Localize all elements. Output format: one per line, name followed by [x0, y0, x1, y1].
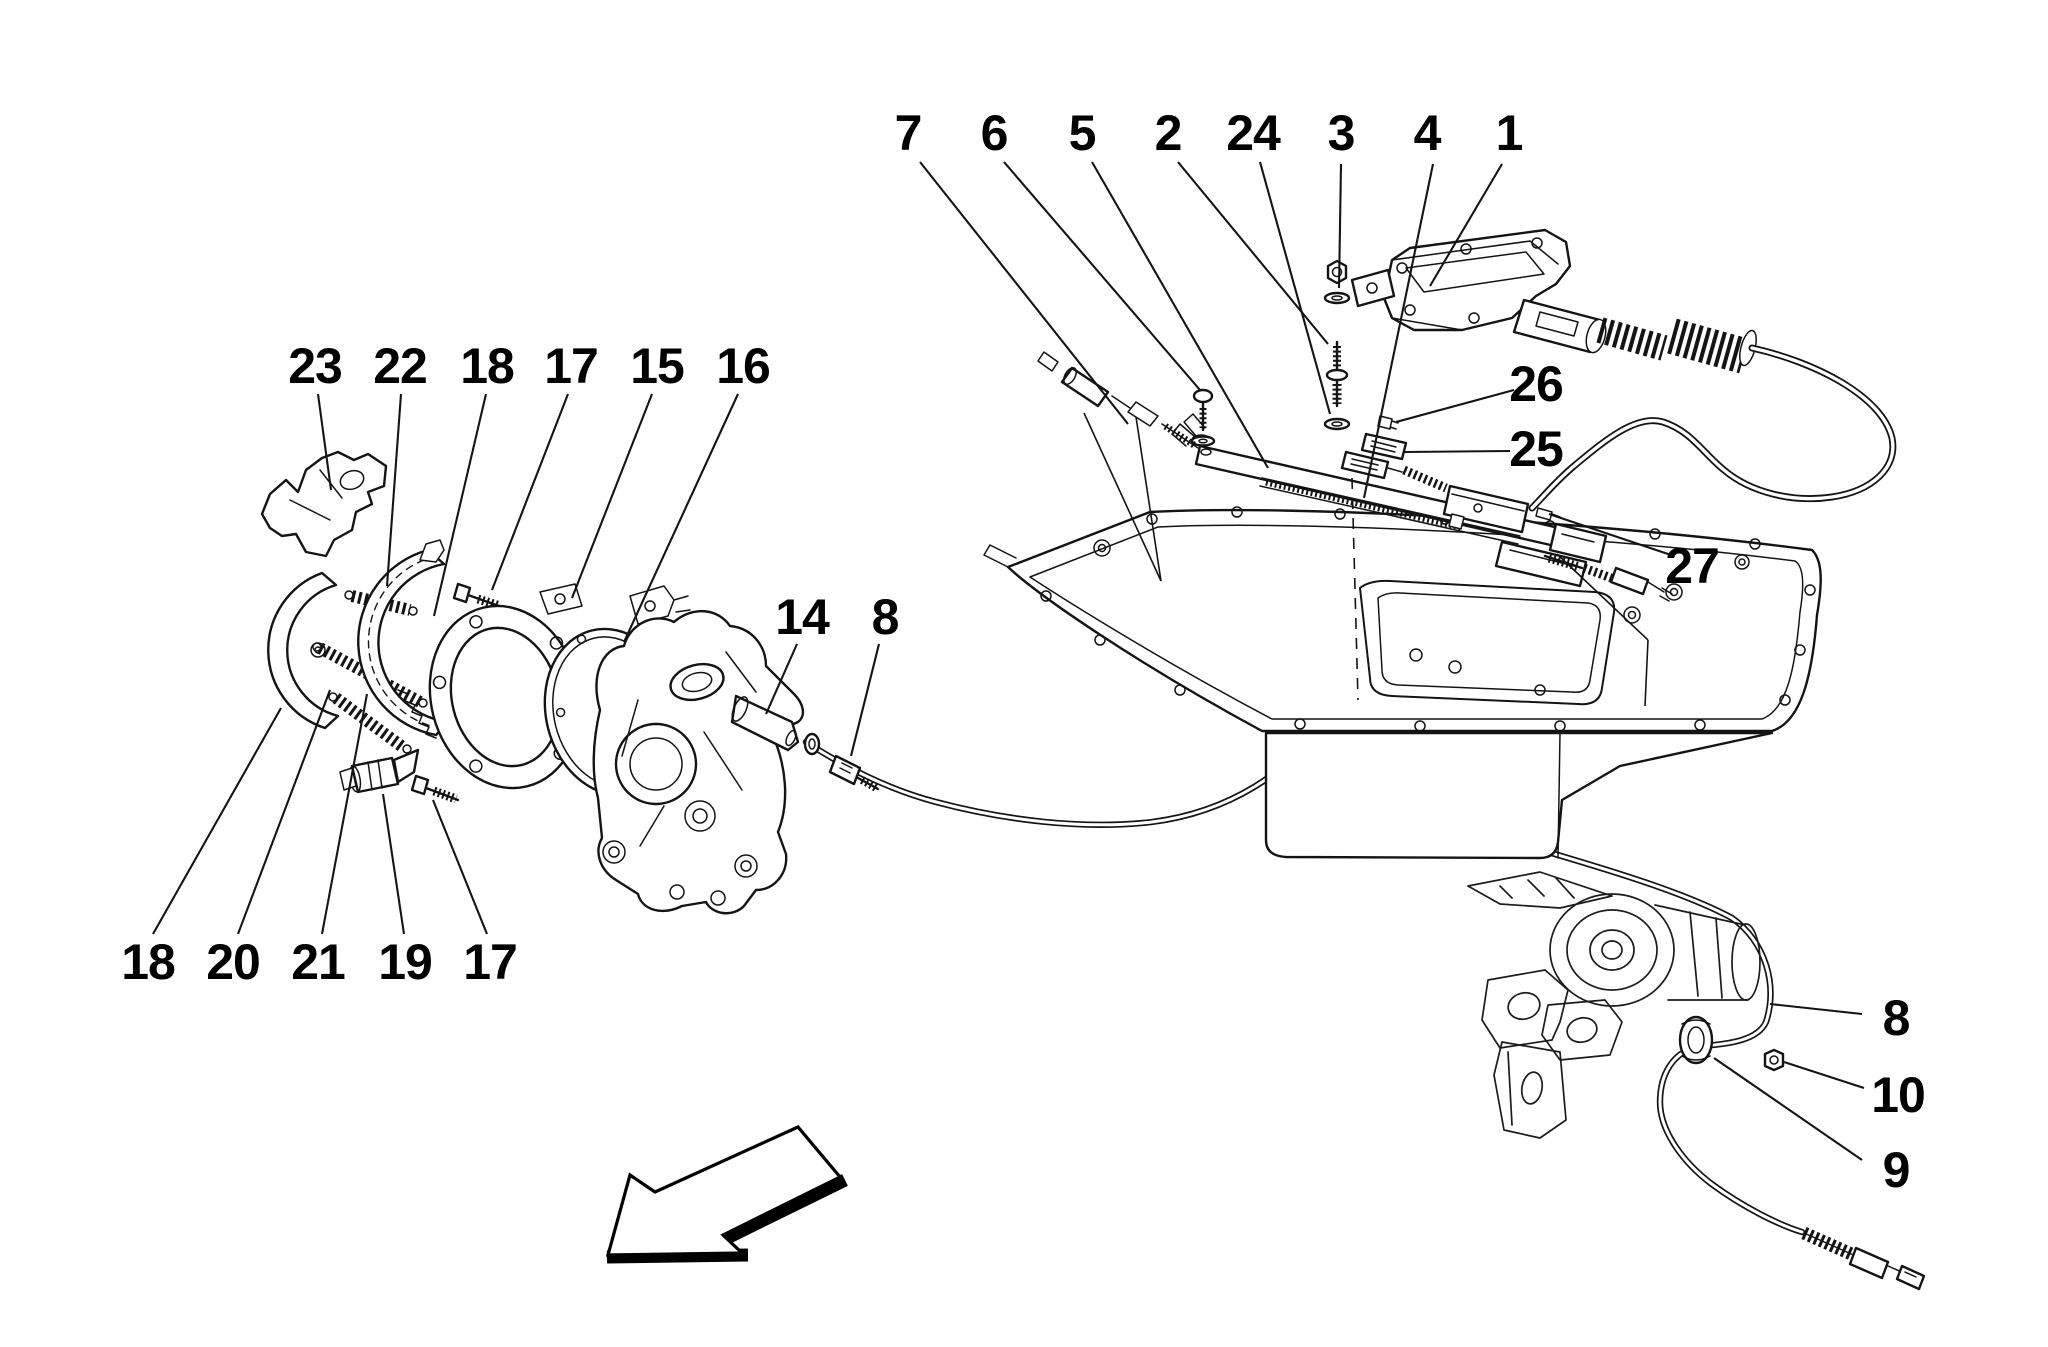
leader-line-17 — [432, 799, 488, 935]
leader-line-15 — [571, 393, 653, 599]
shoe-adjuster — [339, 748, 420, 794]
callout-label-3: 3 — [1328, 105, 1355, 161]
callout-label-22: 22 — [373, 338, 427, 394]
leader-line-1 — [1429, 163, 1503, 287]
return-spring-lower — [332, 693, 408, 753]
leader-line-18 — [432, 393, 488, 617]
leader-line-7 — [919, 161, 1129, 425]
rear-suspension — [1467, 871, 1761, 1139]
callout-label-24: 24 — [1226, 105, 1281, 161]
leader-line-14 — [765, 643, 798, 715]
leader-line-21 — [320, 693, 369, 935]
callout-label-14: 14 — [775, 589, 830, 645]
leader-line-9 — [1713, 1057, 1863, 1161]
brake-shoe-left — [267, 571, 340, 730]
callout-label-25: 25 — [1509, 421, 1563, 477]
callout-label-2: 2 — [1155, 105, 1182, 161]
callout-label-15: 15 — [630, 338, 684, 394]
shoe-bolt-lower — [410, 774, 460, 804]
leader-line-24 — [1258, 161, 1332, 415]
cable-nut — [1763, 1048, 1785, 1072]
grommet — [1678, 1015, 1714, 1065]
callout-label-26: 26 — [1509, 356, 1563, 412]
shoe-serrations — [397, 689, 437, 739]
tensioner-block — [1402, 465, 1530, 534]
direction-arrow — [605, 1125, 848, 1264]
leader-line-4 — [1362, 163, 1435, 499]
reference-line-0 — [1351, 477, 1359, 701]
callout-label-19: 19 — [378, 934, 432, 990]
leader-line-20 — [237, 689, 331, 935]
reference-line-3 — [1556, 553, 1649, 641]
leader-line-16 — [623, 393, 739, 643]
cable-sleeve-and-connector — [730, 694, 880, 792]
leader-line-8 — [849, 643, 881, 757]
leader-line-22 — [385, 393, 403, 587]
leader-line-17 — [491, 393, 569, 591]
reference-lines — [1083, 412, 1649, 707]
leader-line-23 — [316, 393, 333, 491]
handbrake-actuator — [1350, 228, 1897, 512]
knuckle — [592, 609, 805, 915]
callout-label-20: 20 — [206, 934, 260, 990]
reference-line-2 — [1135, 416, 1162, 582]
callout-label-27: 27 — [1665, 538, 1719, 594]
callout-label-17: 17 — [544, 338, 598, 394]
callout-label-8: 8 — [872, 589, 899, 645]
leader-line-18 — [152, 707, 282, 935]
leader-line-6 — [1003, 161, 1201, 391]
callout-label-4: 4 — [1414, 105, 1442, 161]
leader-line-2 — [1177, 161, 1329, 345]
callout-label-17: 17 — [463, 934, 517, 990]
cable-front-end — [1037, 351, 1199, 449]
leader-line-5 — [1091, 161, 1269, 469]
callout-label-6: 6 — [981, 105, 1008, 161]
spring-hooks — [312, 590, 428, 754]
callout-label-16: 16 — [716, 338, 770, 394]
leader-line-19 — [381, 793, 406, 935]
callout-label-21: 21 — [291, 934, 345, 990]
leader-line-3 — [1337, 163, 1343, 289]
callout-label-23: 23 — [288, 338, 342, 394]
leader-line-10 — [1783, 1061, 1865, 1089]
rear-cable-end — [1801, 1227, 1926, 1291]
leader-line-26 — [1395, 388, 1515, 424]
callout-label-8: 8 — [1883, 990, 1910, 1046]
cable-connectors — [1340, 432, 1408, 480]
callout-label-1: 1 — [1496, 105, 1523, 161]
callout-label-9: 9 — [1883, 1142, 1910, 1198]
callout-label-18: 18 — [460, 338, 514, 394]
callout-label-18: 18 — [121, 934, 175, 990]
reference-line-1 — [1083, 412, 1162, 582]
pin-and-washer — [1190, 388, 1216, 447]
leader-line-8 — [1769, 1002, 1863, 1016]
callout-label-5: 5 — [1069, 105, 1096, 161]
reference-line-4 — [1644, 639, 1649, 707]
pan-bosses — [1093, 539, 1750, 624]
callout-label-7: 7 — [895, 105, 922, 161]
shoe-bolt-upper — [452, 582, 504, 611]
stud-bolt — [1323, 340, 1351, 431]
leader-line-27 — [1548, 513, 1675, 557]
lever-bracket — [260, 450, 388, 558]
callout-label-10: 10 — [1871, 1067, 1925, 1123]
oil-pan — [983, 506, 1822, 860]
leader-line-25 — [1403, 449, 1511, 454]
nut-and-washer — [1323, 259, 1351, 305]
